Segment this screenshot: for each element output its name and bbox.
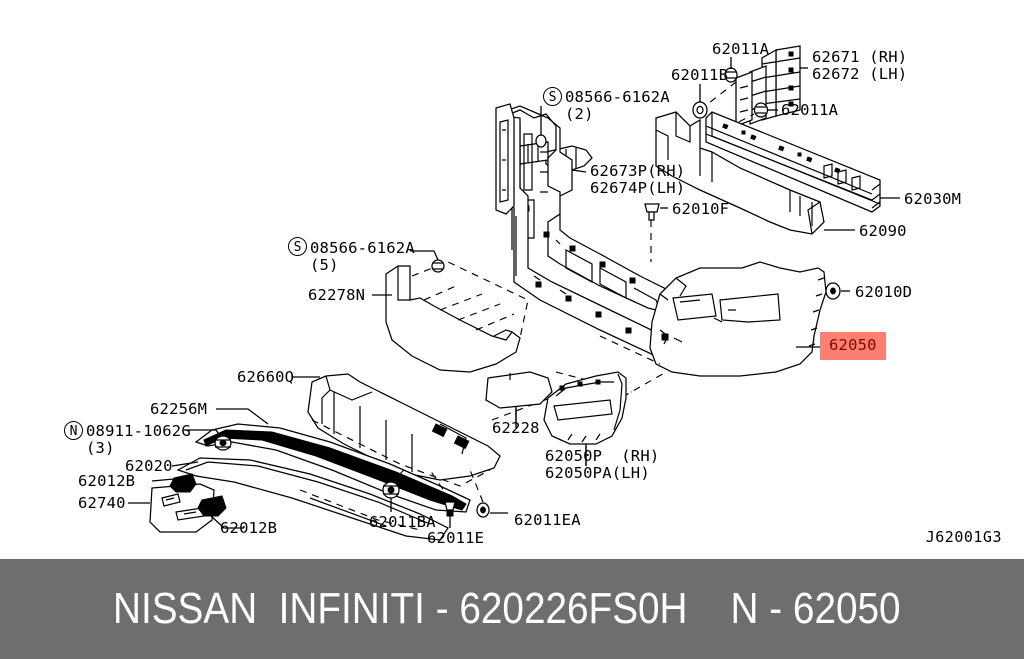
callout-62671-rh: 62671 (RH): [812, 48, 908, 66]
part-shape-62020-grille: [176, 457, 449, 541]
callout-62050pa-lh: 62050PA(LH): [545, 464, 650, 482]
part-shape-62740-bracket: [149, 483, 215, 533]
callout-62012b-bottom: 62012B: [220, 519, 278, 537]
callout-62020: 62020: [125, 457, 173, 475]
footer-part-reference: NISSAN INFINITI - 620226FS0H N - 62050: [113, 584, 901, 633]
callout-62011a-top: 62011A: [712, 40, 770, 58]
callout-62011ba: 62011BA: [369, 513, 436, 531]
callout-62660q: 62660Q: [237, 368, 295, 386]
callout-62228: 62228: [492, 419, 540, 437]
part-shape-left-bracket: [495, 103, 515, 215]
callout-62674p-lh: 62674P(LH): [590, 179, 686, 197]
part-shape-62010f-clip: [644, 203, 660, 221]
part-shape-62011e-screw: [444, 501, 456, 517]
leader-lines: [128, 57, 900, 529]
diagram-canvas: 62011A 62671 (RH) 62672 (LH) 62011B 6201…: [64, 40, 1002, 547]
callout-62011e: 62011E: [427, 529, 485, 547]
part-shape-62256m-molding: [194, 423, 471, 513]
part-shape-62011a-bolt-lower: [753, 102, 769, 118]
part-shape-08566-clip-upper: [535, 134, 547, 148]
callout-08911-1062g-qty: (3): [86, 439, 115, 457]
callout-08566-6162a-5-qty: (5): [310, 256, 339, 274]
part-shape-08911-clip: [214, 435, 232, 451]
part-shape-62050-bumper-fascia: [649, 261, 827, 377]
marker-n-08911: N: [64, 421, 83, 440]
callout-62011a-mid: 62011A: [781, 101, 839, 119]
part-shape-62012b-clip-upper: [169, 473, 197, 493]
callout-62090: 62090: [859, 222, 907, 240]
part-shape-08566-clip-lower: [431, 259, 445, 273]
callout-62030m: 62030M: [904, 190, 962, 208]
callout-62011b: 62011B: [671, 66, 729, 84]
parts-illustration: [128, 45, 900, 541]
part-shape-62660q-shield: [307, 373, 501, 487]
callout-62672-lh: 62672 (LH): [812, 65, 908, 83]
callout-62740: 62740: [78, 494, 126, 512]
diagram-id-code: J62001G3: [925, 528, 1002, 546]
callout-08911-1062g: 08911-1062G: [86, 422, 191, 440]
callout-08566-6162a-5: 08566-6162A: [310, 239, 415, 257]
footer-bar: NISSAN INFINITI - 620226FS0H N - 62050: [0, 559, 1024, 659]
marker-s-08566-2: S: [543, 87, 562, 106]
part-shape-62278n-undercover: [385, 261, 529, 373]
callout-62050-highlighted[interactable]: 62050: [820, 332, 886, 360]
part-shape-62011ba-nut: [382, 481, 400, 499]
part-shape-62010d-clip: [825, 282, 841, 300]
callout-08566-6162a-2-qty: (2): [565, 105, 594, 123]
callout-62256m: 62256M: [150, 400, 208, 418]
part-shape-62671-bracket: [735, 45, 801, 127]
part-shape-62228-tow-cover: [485, 371, 553, 409]
part-shape-62030m-beam: [705, 111, 881, 213]
part-shape-62012b-clip-lower: [197, 495, 227, 517]
part-shape-62050p-finisher: [543, 371, 627, 445]
part-shape-62090-absorber: [655, 111, 825, 235]
callout-62050p-rh: 62050P (RH): [545, 447, 660, 465]
callout-08566-6162a-2: 08566-6162A: [565, 88, 670, 106]
callout-62010d: 62010D: [855, 283, 913, 301]
callout-62012b-left: 62012B: [78, 472, 136, 490]
callout-62010f: 62010F: [672, 200, 730, 218]
callout-62278n: 62278N: [308, 286, 366, 304]
part-shape-62011b-nut: [692, 101, 708, 119]
callout-62673p-rh: 62673P(RH): [590, 162, 686, 180]
marker-s-08566-5: S: [288, 237, 307, 256]
callout-62011ea: 62011EA: [514, 511, 581, 529]
part-shape-62011ea-bolt: [476, 502, 490, 518]
